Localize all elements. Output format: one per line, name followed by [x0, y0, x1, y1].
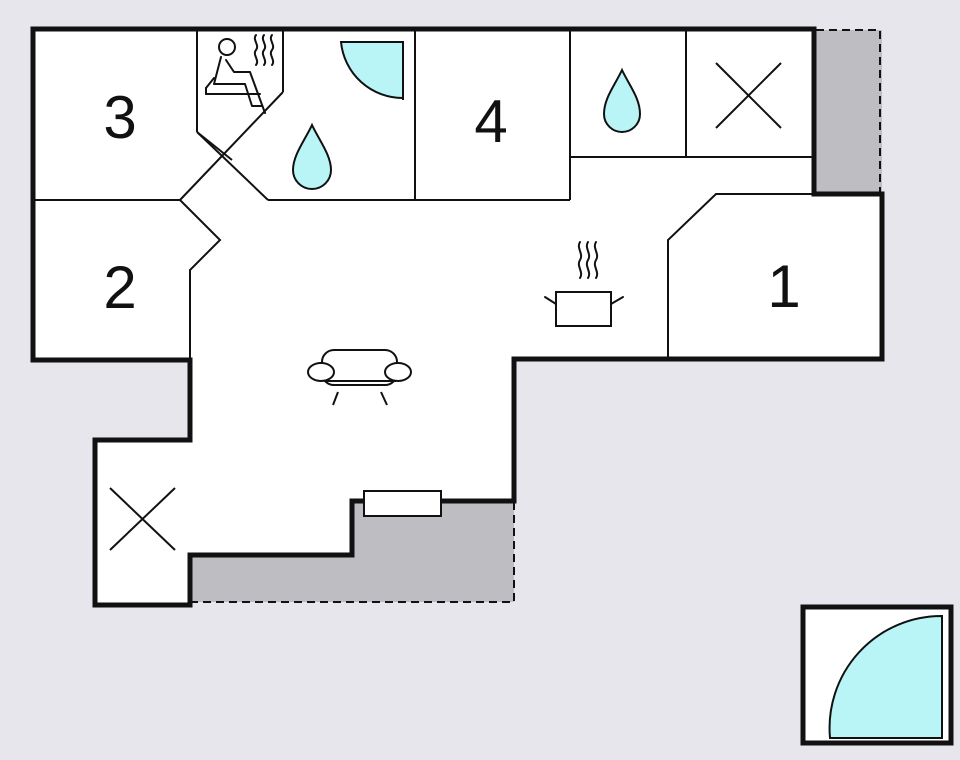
radiator-icon	[363, 490, 442, 517]
sauna-icon	[205, 34, 275, 114]
interior-walls	[35, 29, 814, 360]
water-drop-icon	[291, 122, 333, 190]
terrace-top-right	[816, 30, 882, 192]
cross-icon	[109, 487, 176, 551]
pool-icon	[800, 604, 954, 746]
room-1-label: 1	[767, 253, 800, 320]
terrace-bottom-dashed-edge	[192, 502, 515, 603]
outer-walls	[30, 26, 885, 608]
cooking-pot-icon	[544, 241, 624, 327]
terrace-top-right-dashed-edge	[816, 29, 881, 192]
room-4-label: 4	[474, 88, 507, 155]
house-floor	[33, 29, 882, 605]
water-drop-icon	[602, 67, 642, 133]
sofa-icon	[307, 349, 412, 406]
cross-icon	[715, 62, 782, 129]
shower-icon	[339, 41, 404, 100]
room-2-label: 2	[103, 254, 136, 321]
room-3-label: 3	[103, 84, 136, 151]
